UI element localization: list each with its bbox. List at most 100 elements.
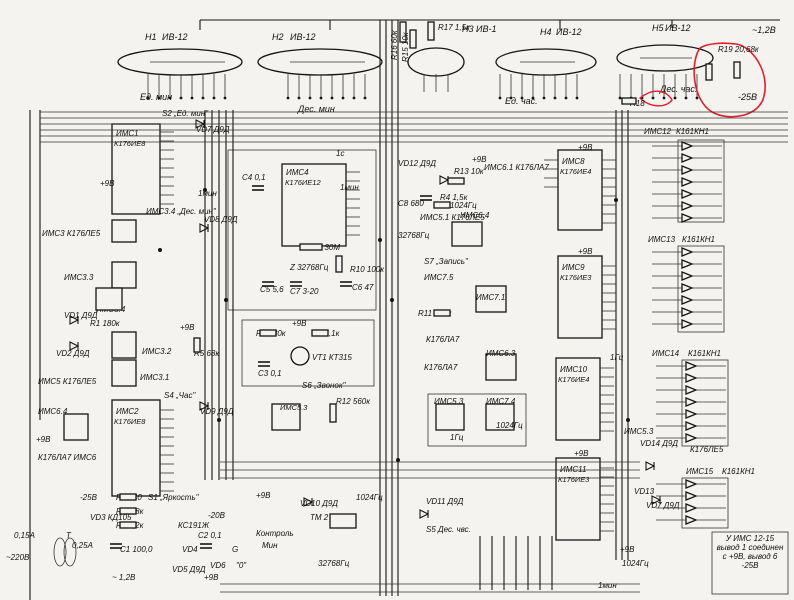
plus9v-ims11: +9В	[574, 449, 589, 458]
tube-h2-type: ИВ-12	[290, 32, 315, 42]
pin-dot	[308, 96, 312, 100]
s6-label: S6 „Звонок"	[302, 381, 347, 390]
pin-dot	[201, 96, 205, 100]
logic-gate	[111, 359, 137, 387]
footnote-text: У ИМС 12-15 вывод 1 соединен с +9В, выво…	[716, 534, 784, 570]
ims64-label: ИМС6.4	[38, 407, 68, 416]
vd12-label: VD12 Д9Д	[398, 159, 436, 168]
junction	[390, 298, 394, 302]
r16-label: R16 60к	[390, 29, 399, 60]
plus9v-r: +9В	[472, 155, 487, 164]
display-tube-h1: H1 ИВ-12 Ед. мин	[117, 32, 243, 102]
driver-buffer	[681, 271, 694, 281]
ims10-ref: ИМС10	[560, 365, 588, 374]
ims2-ref: ИМС2	[116, 407, 139, 416]
hv-ac-label: ~1,2В	[752, 25, 776, 35]
driver-buffer	[681, 247, 694, 257]
driver-buffer	[681, 307, 694, 317]
ims53-label: ИМС5.3	[280, 403, 308, 412]
pin-dot	[553, 96, 557, 100]
pin-dot	[212, 96, 216, 100]
resistor	[335, 255, 343, 273]
pin-dot	[564, 96, 568, 100]
ims13-ref: ИМС13	[648, 235, 676, 244]
display-tube-h4: H4 ИВ-12 Ед. час.	[495, 27, 597, 106]
plus9v-low: +9В	[36, 435, 51, 444]
r18-label: R18	[630, 99, 645, 108]
ims10-chip: ИМС10 К176ИЕ4	[555, 357, 601, 441]
ims4-oscillator-chip: ИМС4 К176ИЕ12 1с 1мин	[281, 149, 359, 247]
resistor	[299, 243, 323, 251]
junction	[224, 298, 228, 302]
diode	[199, 401, 210, 411]
driver-frame	[681, 359, 729, 447]
vd2-label: VD2 Д9Д	[56, 349, 90, 358]
junction	[203, 188, 207, 192]
r4-label: R4 1,5к	[440, 193, 469, 202]
one-minute-label: 1мин	[340, 183, 359, 192]
hv-minus-label: -25В	[738, 92, 757, 102]
ims12-driver: ИМС12 К161КН1	[644, 127, 709, 136]
plus9v-ims9: +9В	[578, 247, 593, 256]
junction	[626, 418, 630, 422]
f1024-74: 1024Гц	[496, 421, 523, 430]
ims8-chip: ИМС8 К176ИЕ4	[557, 149, 603, 231]
f32768-ctl: 32768Гц	[318, 559, 350, 568]
node-zero: "0"	[236, 561, 247, 570]
pin-dot	[363, 96, 367, 100]
pin-dot	[662, 96, 666, 100]
mains-label: ~220В	[6, 553, 30, 562]
diode	[651, 495, 662, 505]
one-hz-r: 1Гц	[610, 353, 624, 362]
driver-buffer	[681, 213, 694, 223]
ims32-label: ИМС3.2	[142, 347, 172, 356]
one-hz-label: 1Гц	[450, 433, 464, 442]
ims9-chip: ИМС9 К176ИЕ3	[557, 255, 603, 339]
r19-highlight: R19 20,68к -25В	[638, 42, 766, 118]
s7-label: S7 „Запись"	[424, 257, 469, 266]
diode	[199, 223, 210, 233]
plus9v-mid: +9В	[180, 323, 195, 332]
r12-label: R12 560к	[336, 397, 371, 406]
vd8-label: VD8 Д9Д	[204, 215, 238, 224]
footnote: У ИМС 12-15 вывод 1 соединен с +9В, выво…	[711, 531, 789, 595]
ims3-type: ИМС3 К176ЛЕ5	[42, 229, 101, 238]
logic-gate	[63, 413, 89, 441]
diode	[645, 461, 656, 471]
junction	[378, 238, 382, 242]
r19-label: R19 20,68к	[718, 45, 760, 54]
plus9v-ims8: +9В	[578, 143, 593, 152]
vt1-label: VT1 КТ315	[312, 353, 352, 362]
pin-dot	[618, 96, 622, 100]
ims4-ref: ИМС4	[286, 168, 309, 177]
c4-label: C4 0,1	[242, 173, 266, 182]
ims53-right: ИМС5.3	[624, 427, 654, 436]
s5-label: S5 Дес. чвс.	[426, 525, 471, 534]
minus20v-label: -20В	[208, 511, 226, 520]
c1-label: C1 100,0	[120, 545, 153, 554]
junction	[396, 458, 400, 462]
ims1-type: К176ИЕ8	[114, 139, 146, 148]
ims8-ref: ИМС8	[562, 157, 585, 166]
c8-label: C8 680	[398, 199, 424, 208]
tube-h1-caption: Ед. мин	[140, 92, 172, 102]
vd10-label: VD10 Д9Д	[300, 499, 338, 508]
vd5-label: VD5 Д9Д	[172, 565, 206, 574]
ims3-switch-label: ИМС3.4 „Дес. мин"	[146, 207, 217, 216]
vd6-label: VD6	[210, 561, 226, 570]
tube-h1-type: ИВ-12	[162, 32, 187, 42]
ims2-type: К176ИЕ8	[114, 417, 146, 426]
ims71-label: ИМС7.1	[476, 293, 505, 302]
r13-label: R13 10к	[454, 167, 485, 176]
ims10-type: К176ИЕ4	[558, 375, 589, 384]
r1-label: R1 180к	[90, 319, 121, 328]
ims14-side: К176ЛЕ5	[690, 445, 724, 454]
vd11-label: VD11 Д9Д	[426, 497, 464, 506]
driver-buffer	[685, 503, 698, 513]
ims9-type: К176ИЕ3	[560, 273, 592, 282]
pin-dot	[498, 96, 502, 100]
ims14-type: К161КН1	[688, 349, 721, 358]
tube-h1-label: H1	[145, 32, 157, 42]
resistor	[259, 329, 277, 337]
